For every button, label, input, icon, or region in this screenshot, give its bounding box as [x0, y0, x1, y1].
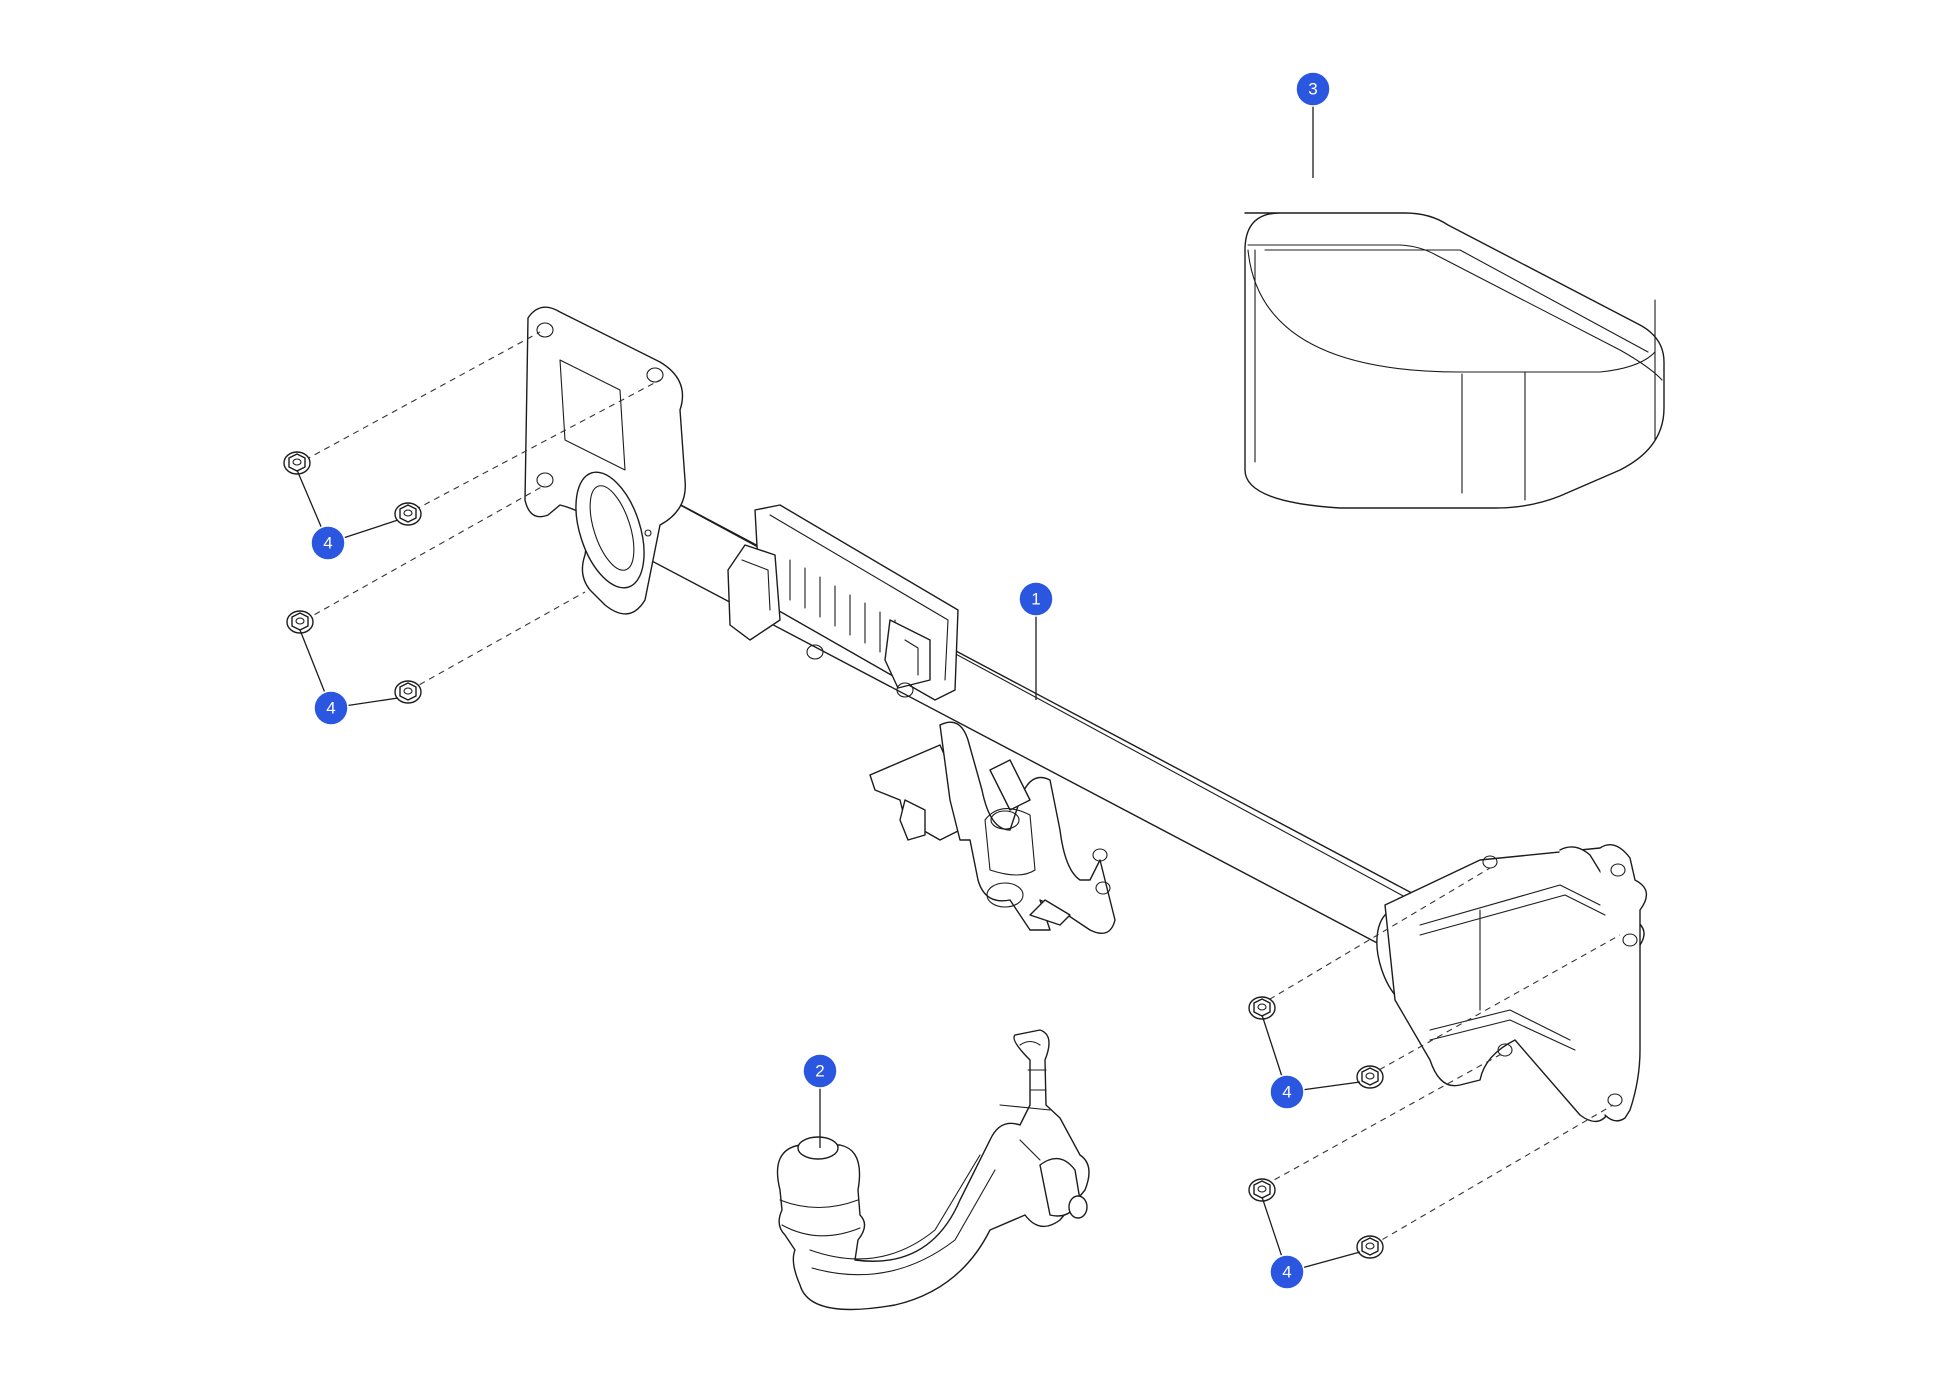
flange-nut — [1248, 996, 1276, 1020]
tow-bar-crossmember — [524, 306, 1648, 1123]
callout-4d-circle — [1269, 1254, 1305, 1290]
callout-4c[interactable]: 4 — [1269, 1074, 1305, 1110]
flange-nut — [394, 502, 422, 526]
explode-lines — [304, 331, 1621, 1246]
callout-4b-circle — [313, 690, 349, 726]
flange-nut — [394, 680, 422, 704]
callout-1-circle — [1018, 581, 1054, 617]
callout-1-label: 1 — [1031, 590, 1040, 609]
callout-2-circle — [802, 1053, 838, 1089]
callout-4d-label: 4 — [1282, 1263, 1291, 1282]
callout-4b[interactable]: 4 — [313, 690, 349, 726]
callout-3-label: 3 — [1308, 80, 1317, 99]
flange-nut — [1248, 1178, 1276, 1202]
flange-nut — [283, 451, 311, 475]
callout-3[interactable]: 3 — [1295, 71, 1331, 107]
callout-4c-label: 4 — [1282, 1083, 1291, 1102]
tow-ball-neck — [776, 1029, 1090, 1311]
callout-1[interactable]: 1 — [1018, 581, 1054, 617]
tow-ball-cover — [1244, 212, 1665, 509]
callout-4b-label: 4 — [326, 699, 335, 718]
flange-nut — [1356, 1065, 1384, 1089]
callout-2[interactable]: 2 — [802, 1053, 838, 1089]
callout-4a[interactable]: 4 — [310, 525, 346, 561]
leader-lines — [296, 90, 1361, 1273]
callout-4c-circle — [1269, 1074, 1305, 1110]
callout-4a-label: 4 — [323, 534, 332, 553]
callout-4d[interactable]: 4 — [1269, 1254, 1305, 1290]
flange-nut — [286, 610, 314, 634]
flange-nuts — [283, 451, 1384, 1259]
callout-2-label: 2 — [815, 1062, 824, 1081]
callout-4a-circle — [310, 525, 346, 561]
flange-nut — [1356, 1235, 1384, 1259]
callout-3-circle — [1295, 71, 1331, 107]
